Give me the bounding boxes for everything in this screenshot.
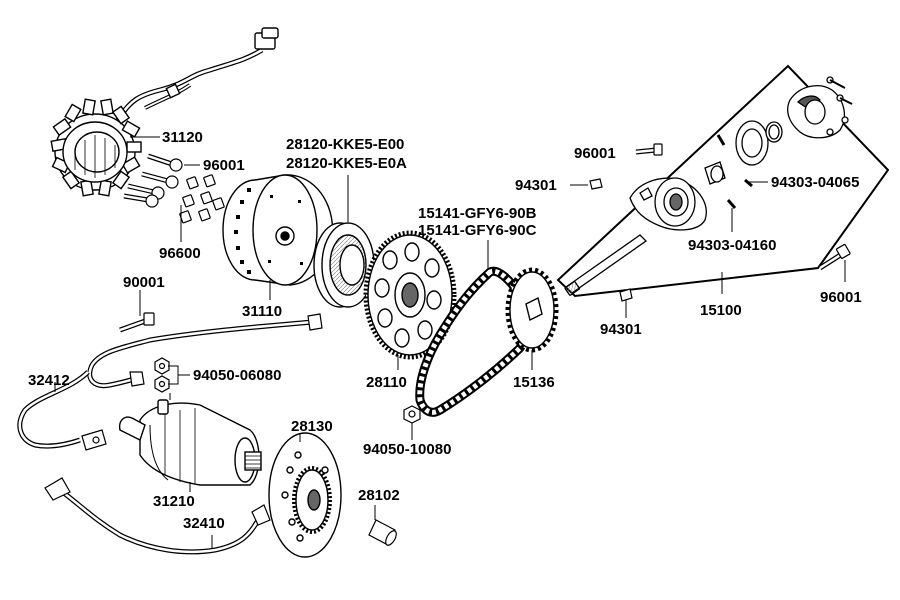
pin-94301-top xyxy=(570,178,603,190)
label-31210: 31210 xyxy=(153,493,195,510)
label-15100: 15100 xyxy=(700,302,742,319)
label-31120: 31120 xyxy=(162,129,203,146)
nut-94050-10080 xyxy=(403,405,421,440)
flywheel-31110 xyxy=(222,174,334,300)
label-94301-top: 94301 xyxy=(515,177,557,194)
label-94303-04160: 94303-04160 xyxy=(688,237,777,254)
idle-gear-28130 xyxy=(268,432,342,558)
label-28120-kke5-e0a: 28120-KKE5-E0A xyxy=(286,155,407,172)
label-15136: 15136 xyxy=(513,374,555,391)
cable-32412 xyxy=(17,313,323,451)
label-28102: 28102 xyxy=(358,487,400,504)
shaft-28102 xyxy=(368,505,397,546)
starter-clutch-28120 xyxy=(313,175,375,308)
label-28110: 28110 xyxy=(366,374,407,391)
label-28130: 28130 xyxy=(291,418,333,435)
label-94050-06080: 94050-06080 xyxy=(193,367,282,384)
label-96001-right: 96001 xyxy=(820,289,862,306)
label-96600: 96600 xyxy=(159,245,201,262)
label-90001: 90001 xyxy=(123,274,165,291)
decomp-assembly-15100 xyxy=(564,76,853,296)
label-94050-10080: 94050-10080 xyxy=(363,441,452,458)
label-28120-kke5-e00: 28120-KKE5-E00 xyxy=(286,136,405,153)
label-32410: 32410 xyxy=(183,515,225,532)
cable-32410 xyxy=(44,477,271,555)
label-96001-middle: 96001 xyxy=(574,145,616,162)
driven-gear-28110 xyxy=(363,230,457,370)
label-94301-bottom: 94301 xyxy=(600,321,642,338)
sprocket-15136 xyxy=(505,267,559,370)
label-31110: 31110 xyxy=(242,303,283,320)
label-94303-04065: 94303-04065 xyxy=(771,174,860,191)
label-15141-gfy6-90b: 15141-GFY6-90B xyxy=(418,205,537,222)
label-15141-gfy6-90c: 15141-GFY6-90C xyxy=(418,222,537,239)
bolts-96001-96600 xyxy=(123,153,225,242)
label-32412: 32412 xyxy=(28,372,70,389)
pin-94301-bottom xyxy=(619,288,633,318)
nuts-94050-06080 xyxy=(154,357,190,393)
stator-31120 xyxy=(50,27,279,197)
bolt-90001 xyxy=(119,290,155,333)
bolt-96001-top xyxy=(635,143,663,156)
label-96001-left: 96001 xyxy=(203,157,245,174)
bolt-96001-right xyxy=(818,243,851,282)
starter-motor-31210 xyxy=(118,393,262,492)
